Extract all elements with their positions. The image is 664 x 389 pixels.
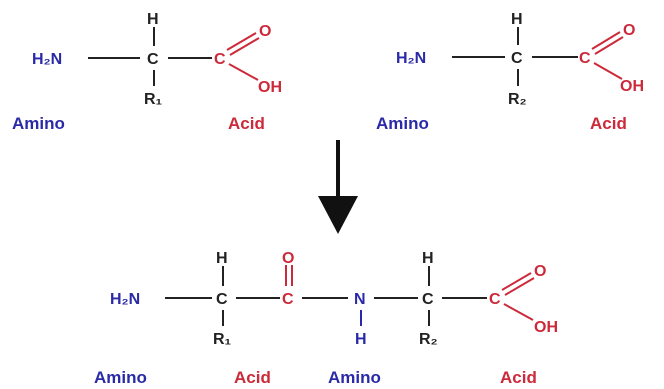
dipeptide: H₂N H C R₁ C O N H H C R₂ C O OH Amino A… bbox=[94, 250, 558, 387]
amino-label: Amino bbox=[376, 114, 429, 133]
carboxyl-carbon: C bbox=[579, 50, 591, 67]
alpha-carbon-1: C bbox=[216, 291, 228, 308]
alpha-hydrogen-1: H bbox=[216, 250, 228, 267]
peptide-carbon: C bbox=[282, 291, 294, 308]
bond-c-o-double-b bbox=[504, 277, 535, 296]
product-label-acid-1: Acid bbox=[234, 368, 271, 387]
product-label-amino-2: Amino bbox=[328, 368, 381, 387]
product-label-amino-1: Amino bbox=[94, 368, 147, 387]
side-chain-2: R₂ bbox=[419, 331, 438, 348]
bond-c-o-double-a bbox=[591, 31, 621, 50]
peptide-nitrogen: N bbox=[354, 291, 366, 308]
peptide-oxygen: O bbox=[282, 250, 294, 267]
carbonyl-oxygen: O bbox=[259, 23, 271, 40]
amide-hydrogen: H bbox=[355, 331, 367, 348]
amino-acid-1: H₂N H C R₁ C O OH Amino Acid bbox=[12, 11, 282, 133]
alpha-hydrogen-2: H bbox=[422, 250, 434, 267]
acid-label: Acid bbox=[228, 114, 265, 133]
amino-acid-2: H₂N H C R₂ C O OH Amino Acid bbox=[376, 11, 644, 133]
down-arrow-icon bbox=[318, 140, 358, 234]
alpha-carbon: C bbox=[511, 50, 523, 67]
alpha-hydrogen: H bbox=[147, 11, 159, 28]
side-chain: R₂ bbox=[508, 91, 527, 108]
carboxyl-carbon: C bbox=[489, 291, 501, 308]
bond-c-o-double-a bbox=[226, 32, 257, 51]
carbonyl-oxygen: O bbox=[534, 263, 546, 280]
hydroxyl-group: OH bbox=[620, 78, 644, 95]
carbonyl-oxygen: O bbox=[623, 22, 635, 39]
amine-group: H₂N bbox=[32, 51, 62, 68]
product-label-acid-2: Acid bbox=[500, 368, 537, 387]
alpha-carbon-2: C bbox=[422, 291, 434, 308]
acid-label: Acid bbox=[590, 114, 627, 133]
amine-group: H₂N bbox=[110, 291, 140, 308]
amino-label: Amino bbox=[12, 114, 65, 133]
carboxyl-carbon: C bbox=[214, 51, 226, 68]
bond-c-o-double-b bbox=[594, 36, 624, 55]
bond-c-oh bbox=[228, 63, 259, 81]
side-chain-1: R₁ bbox=[213, 331, 232, 348]
bond-c-o-double-a bbox=[501, 272, 532, 291]
alpha-carbon: C bbox=[147, 51, 159, 68]
alpha-hydrogen: H bbox=[511, 11, 523, 28]
amine-group: H₂N bbox=[396, 50, 426, 67]
hydroxyl-group: OH bbox=[534, 319, 558, 336]
bond-c-oh bbox=[593, 62, 623, 80]
hydroxyl-group: OH bbox=[258, 79, 282, 96]
bond-c-o-double-b bbox=[229, 37, 260, 56]
side-chain: R₁ bbox=[144, 91, 163, 108]
bond-c-oh bbox=[503, 303, 534, 321]
